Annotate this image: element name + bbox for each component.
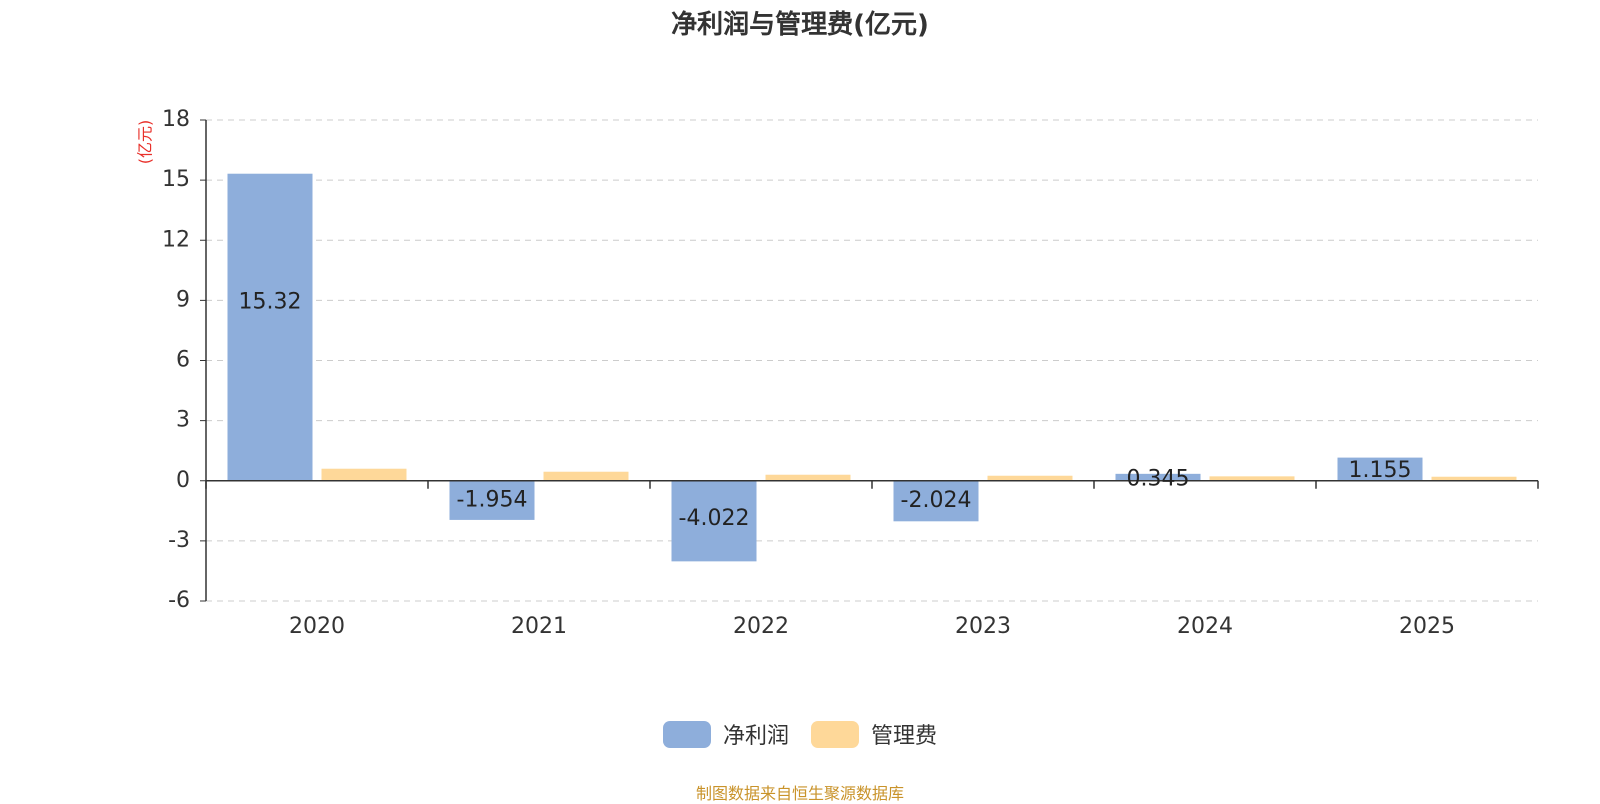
source-note: 制图数据来自恒生聚源数据库: [695, 784, 904, 803]
legend-item-net-profit[interactable]: 净利润: [662, 718, 789, 750]
data-label: -4.022: [679, 506, 750, 531]
legend-label-net-profit: 净利润: [722, 724, 789, 749]
legend-swatch-net-profit: [662, 720, 711, 748]
y-tick-label: 18: [162, 107, 190, 132]
legend-item-admin-expense[interactable]: 管理费: [811, 718, 937, 750]
y-tick-label: 3: [176, 408, 190, 433]
data-label: 15.32: [239, 290, 302, 315]
bar-admin-expense: [1209, 476, 1295, 481]
legend: 净利润 管理费: [0, 718, 1600, 750]
x-tick-label: 2023: [955, 614, 1011, 639]
data-label: 0.345: [1127, 466, 1190, 491]
y-tick-label: 9: [176, 287, 190, 312]
y-tick-label: 12: [162, 227, 190, 252]
bars: [227, 173, 1517, 562]
x-tick-label: 2020: [289, 614, 345, 639]
bar-net-profit: [1115, 473, 1201, 481]
legend-swatch-admin-expense: [811, 720, 859, 748]
bar-net-profit: [671, 480, 757, 562]
bar-net-profit: [449, 480, 535, 520]
y-axis-unit-label: (亿元): [136, 120, 155, 165]
data-labels: 15.32 -1.954 -4.022 -2.024 0.345 1.155: [239, 290, 1412, 531]
data-label: -2.024: [901, 488, 972, 513]
bar-admin-expense: [543, 471, 629, 481]
bar-admin-expense: [987, 475, 1073, 481]
bar-admin-expense: [321, 468, 407, 481]
x-tick-label: 2025: [1399, 614, 1455, 639]
x-tick-label: 2022: [733, 614, 789, 639]
y-tick-label: 6: [176, 348, 190, 373]
y-tick-label: -6: [168, 588, 190, 613]
bar-admin-expense: [765, 474, 851, 481]
bar-net-profit: [893, 480, 979, 522]
y-tick-label: 15: [162, 167, 190, 192]
y-tick-label: -3: [168, 528, 190, 553]
data-label: -1.954: [457, 487, 528, 512]
x-tick-label: 2021: [511, 614, 567, 639]
gridlines: [206, 119, 1538, 602]
axes: 18 15 12 9 6 3 0 -3 -6 2020 2021 2022 2023 2024 2025: [162, 107, 1539, 639]
y-tick-label: 0: [176, 468, 190, 493]
bar-net-profit: [227, 173, 313, 481]
x-tick-label: 2024: [1177, 614, 1233, 639]
bar-admin-expense: [1431, 476, 1517, 481]
data-label: 1.155: [1349, 458, 1412, 483]
chart-title: 净利润与管理费(亿元): [671, 10, 929, 40]
bar-net-profit: [1337, 457, 1423, 481]
legend-label-admin-expense: 管理费: [871, 724, 938, 749]
